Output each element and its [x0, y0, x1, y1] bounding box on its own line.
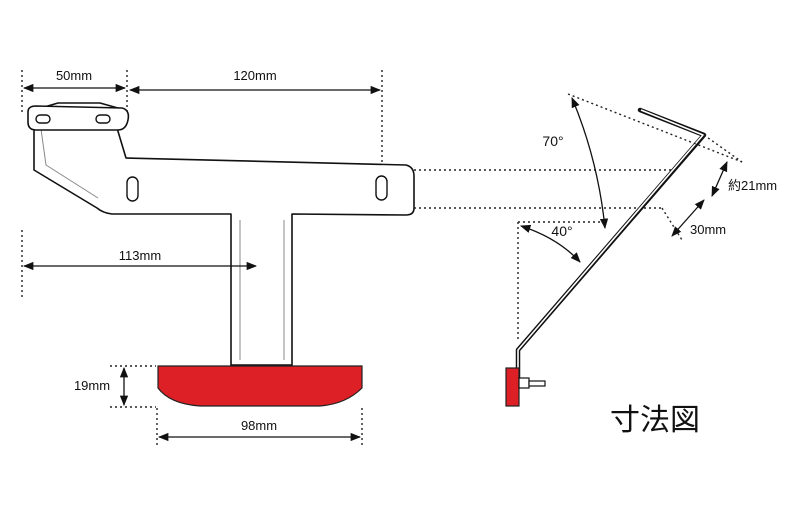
angle-label-70: 70°	[542, 133, 563, 149]
bolt-shaft	[528, 380, 546, 387]
slot-left	[126, 176, 139, 202]
dim-label-19: 19mm	[74, 378, 110, 393]
bracket-fold-line	[39, 121, 99, 199]
dim-label-50: 50mm	[56, 68, 92, 83]
dim-arrow-30	[671, 199, 705, 237]
dim-label-30: 30mm	[690, 222, 726, 237]
angle-arc-40	[520, 224, 581, 263]
ref-line-tip	[703, 134, 743, 163]
ear-slot-right	[95, 114, 111, 124]
side-bracket-profile	[515, 107, 707, 381]
side-bracket-highlight	[517, 109, 704, 376]
dim-label-98: 98mm	[241, 418, 277, 433]
ref-line-top-edge	[567, 93, 743, 163]
ear-slot-left	[35, 114, 51, 124]
side-view: 70° 40° 約21mm 30mm	[505, 93, 777, 407]
angle-arc-70	[571, 97, 609, 230]
mount-ear	[27, 105, 130, 131]
angle-label-40: 40°	[551, 223, 572, 239]
dim-arrow-21	[711, 161, 728, 197]
front-view: 50mm 120mm 113mm 19mm 98mm	[21, 68, 672, 446]
reflector-front	[157, 365, 363, 407]
slot-right	[375, 175, 388, 201]
bolt-nut	[518, 377, 530, 389]
dim-label-21: 約21mm	[728, 178, 777, 193]
reflector-side	[505, 367, 520, 407]
diagram-title: 寸法図	[610, 403, 700, 438]
dim-label-113: 113mm	[119, 248, 161, 263]
dim-label-120: 120mm	[233, 68, 276, 83]
bracket-plate	[33, 102, 415, 366]
